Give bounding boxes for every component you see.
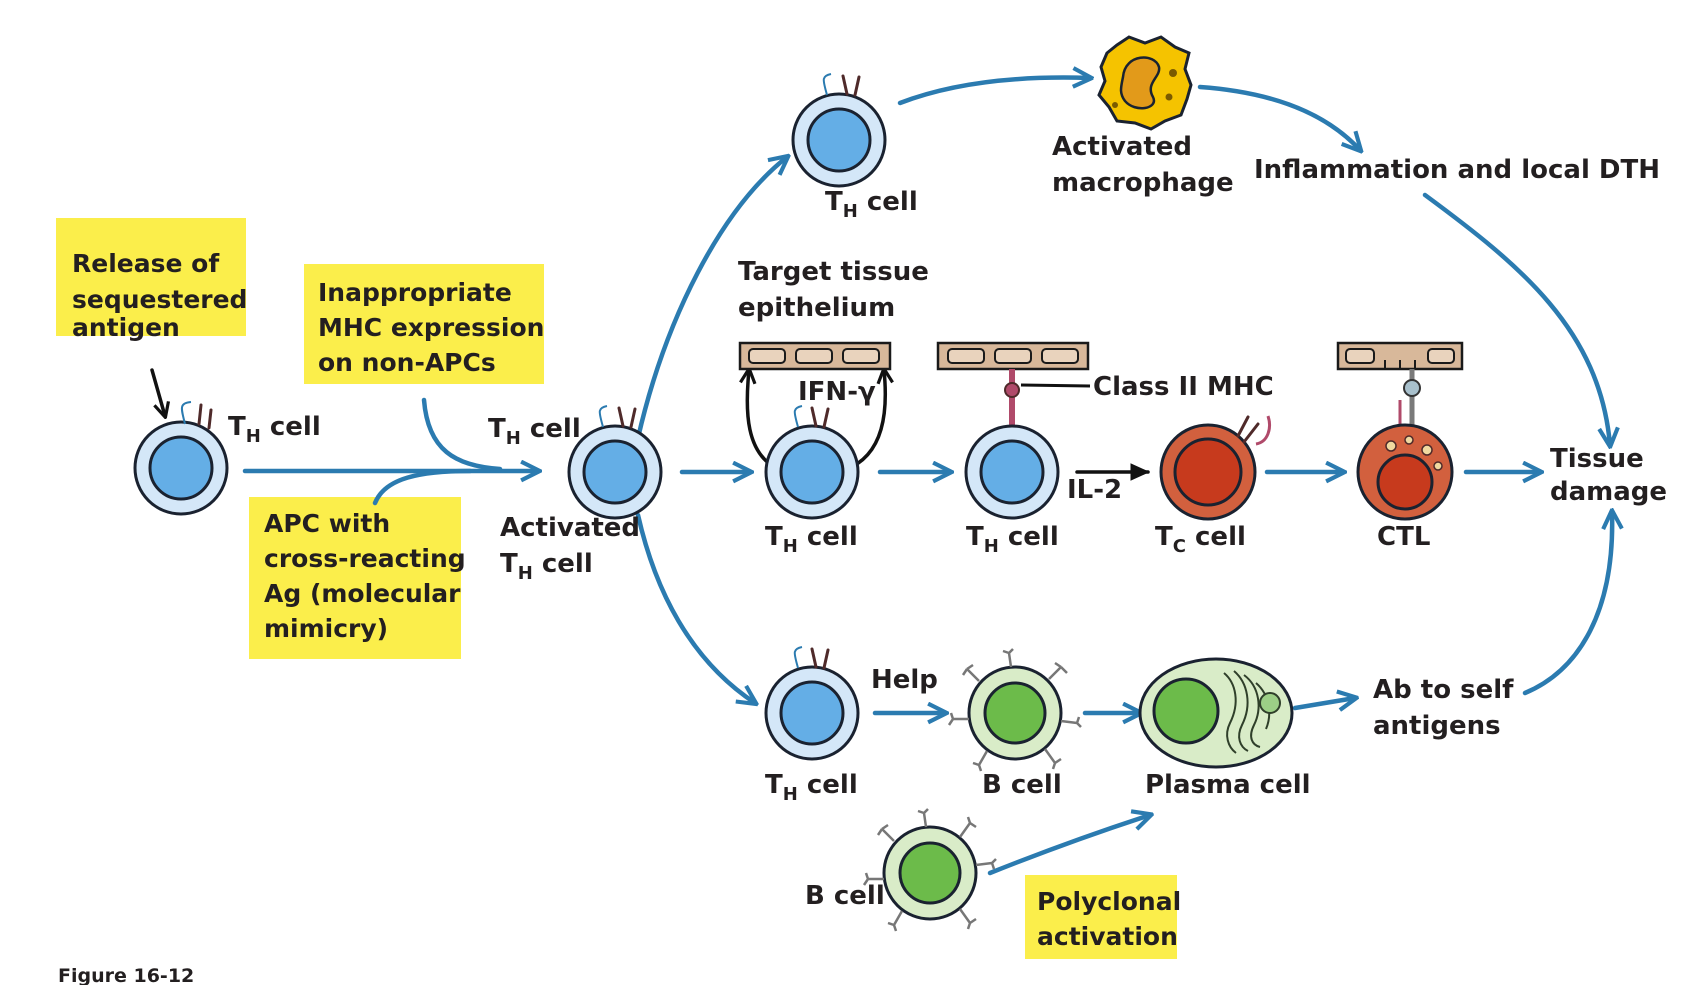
svg-text:Polyclonal: Polyclonal bbox=[1037, 887, 1181, 916]
plasma-cell bbox=[1138, 657, 1294, 769]
help-label: Help bbox=[871, 665, 938, 695]
activated-th-cell-label: TH cell bbox=[500, 549, 593, 584]
ab-self-label-2: antigens bbox=[1373, 711, 1501, 741]
target-tissue-label-2: epithelium bbox=[738, 293, 895, 323]
svg-text:Release of: Release of bbox=[72, 249, 220, 278]
ctl-cell bbox=[1356, 423, 1454, 521]
th-cell-class-ii bbox=[964, 424, 1060, 520]
inappropriate-mhc-box bbox=[304, 264, 544, 384]
ab-self-label-1: Ab to self bbox=[1373, 675, 1514, 705]
activated-macrophage-label-2: macrophage bbox=[1052, 168, 1234, 198]
ctl-label: CTL bbox=[1377, 522, 1430, 552]
th-cell-initial bbox=[133, 401, 229, 516]
release-antigen-box bbox=[56, 218, 246, 336]
activated-label: Activated bbox=[500, 513, 640, 543]
svg-text:Ag (molecular: Ag (molecular bbox=[264, 579, 461, 608]
ifn-gamma-label: IFN-γ bbox=[798, 377, 876, 407]
th-cell-bottom bbox=[764, 646, 860, 761]
target-tissue-strip-1 bbox=[738, 341, 892, 371]
svg-text:APC with: APC with bbox=[264, 509, 390, 538]
tissue-damage-label-1: Tissue bbox=[1550, 444, 1644, 474]
th-cell-ifn bbox=[764, 405, 860, 520]
activated-macrophage bbox=[1097, 35, 1193, 131]
inflammation-label: Inflammation and local DTH bbox=[1254, 155, 1660, 185]
svg-text:Inappropriate: Inappropriate bbox=[318, 278, 512, 307]
th-cell-bottom-label: TH cell bbox=[765, 770, 858, 805]
target-tissue-label-1: Target tissue bbox=[738, 257, 929, 287]
b-cell-middle bbox=[947, 648, 1082, 772]
th-cell-initial-label: TH cell bbox=[228, 412, 321, 447]
svg-text:on non-APCs: on non-APCs bbox=[318, 348, 496, 377]
target-tissue-strip-2 bbox=[936, 341, 1090, 371]
th-cell-activated-top-label: TH cell bbox=[488, 414, 581, 449]
b-cell-bottom bbox=[862, 808, 997, 932]
b-cell-bottom-label: B cell bbox=[805, 881, 885, 911]
apc-mimicry-box bbox=[249, 497, 461, 659]
th-cell-class-ii-label: TH cell bbox=[966, 522, 1059, 557]
svg-text:activation: activation bbox=[1037, 922, 1178, 951]
svg-text:MHC expression: MHC expression bbox=[318, 313, 544, 342]
apc-mimicry-text: APC with cross-reacting Ag (molecular mi… bbox=[264, 509, 466, 643]
arrows bbox=[150, 78, 1612, 876]
tc-cell bbox=[1159, 415, 1271, 521]
th-cell-activated bbox=[567, 405, 663, 520]
th-cell-top-label: TH cell bbox=[825, 187, 918, 222]
polyclonal-activation-box bbox=[1025, 875, 1177, 959]
polyclonal-activation-text: Polyclonal activation bbox=[1037, 887, 1181, 951]
inappropriate-mhc-text: Inappropriate MHC expression on non-APCs bbox=[318, 278, 544, 377]
th-cell-top bbox=[791, 73, 887, 188]
release-antigen-text: Release of sequestered antigen bbox=[72, 249, 247, 342]
target-tissue-strip-3 bbox=[1336, 341, 1464, 371]
svg-text:mimicry): mimicry) bbox=[264, 614, 388, 643]
activated-macrophage-label-1: Activated bbox=[1052, 132, 1192, 162]
tc-cell-label: TC cell bbox=[1155, 522, 1246, 557]
plasma-cell-label: Plasma cell bbox=[1145, 770, 1311, 800]
figure-caption: Figure 16-12 bbox=[58, 965, 194, 985]
th-cell-ifn-label: TH cell bbox=[765, 522, 858, 557]
b-cell-middle-label: B cell bbox=[982, 770, 1062, 800]
class-ii-mhc-connector bbox=[1004, 369, 1421, 430]
class-ii-mhc-label: Class II MHC bbox=[1093, 372, 1274, 402]
svg-text:antigen: antigen bbox=[72, 313, 180, 342]
svg-text:cross-reacting: cross-reacting bbox=[264, 544, 466, 573]
il2-label: IL-2 bbox=[1067, 475, 1122, 505]
svg-text:sequestered: sequestered bbox=[72, 285, 247, 314]
tissue-damage-label-2: damage bbox=[1550, 477, 1667, 507]
